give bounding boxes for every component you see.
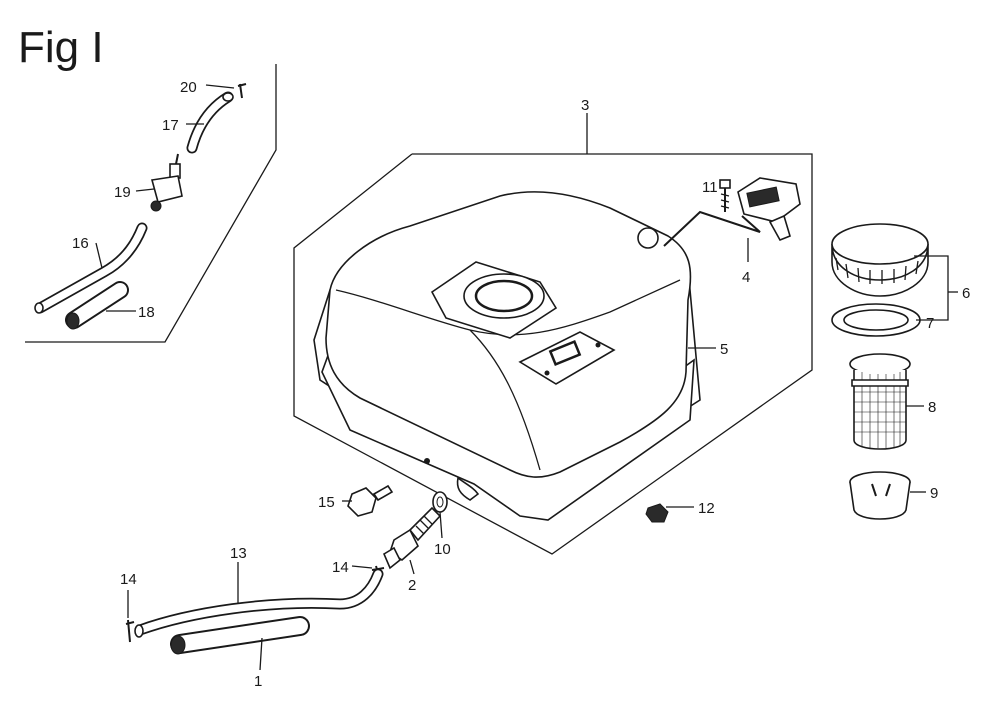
part-8-strainer [849, 353, 911, 450]
callout-11: 11 [702, 179, 718, 196]
assembly-boundary [293, 153, 813, 555]
callout-1-leader [259, 637, 263, 671]
callout-19: 19 [114, 184, 131, 201]
part-7-gasket [831, 303, 921, 337]
callout-17: 17 [162, 117, 179, 134]
part-19-fuel-valve [150, 153, 183, 212]
inset-border [25, 64, 277, 343]
part-9-clip-ring [849, 471, 911, 520]
part-14-clip-left [125, 619, 135, 643]
part-1-hose [170, 616, 310, 655]
callout-16: 16 [72, 235, 89, 252]
callout-12: 12 [698, 500, 715, 517]
part-20-clip [237, 83, 247, 99]
callout-14-leader-b [351, 565, 373, 569]
callout-10: 10 [434, 541, 451, 558]
part-17-hose [186, 91, 234, 154]
part-2-fuel-cock [382, 506, 442, 570]
callout-4: 4 [742, 269, 750, 286]
inset-panel [25, 64, 277, 343]
callout-3: 3 [581, 97, 589, 114]
part-18-hose [65, 281, 129, 330]
part-15-bolt [347, 484, 394, 517]
callout-14-a: 14 [120, 571, 137, 588]
part-4-fuel-gauge [637, 177, 801, 249]
part-11-screw [719, 179, 731, 212]
callout-8: 8 [928, 399, 936, 416]
part-5-fuel-tank [313, 191, 701, 521]
part-13-fuel-tube [134, 568, 384, 638]
callout-15: 15 [318, 494, 335, 511]
callout-18: 18 [138, 304, 155, 321]
callout-9: 9 [930, 485, 938, 502]
part-16-tube [34, 222, 148, 314]
callout-1: 1 [254, 673, 262, 690]
callout-14-b: 14 [332, 559, 349, 576]
callout-labels: 20 17 19 16 18 3 11 4 5 6 7 8 9 12 15 10… [72, 79, 970, 690]
callout-7: 7 [926, 315, 934, 332]
callout-5: 5 [720, 341, 728, 358]
callout-20: 20 [180, 79, 197, 96]
figure-title: Fig I [18, 23, 104, 72]
tank-assembly-outline [293, 113, 813, 555]
callout-6: 6 [962, 285, 970, 302]
callout-6-7-bracket [914, 255, 949, 321]
part-12-cap-nut [645, 503, 669, 523]
callout-2-leader [409, 559, 415, 575]
callout-13: 13 [230, 545, 247, 562]
part-10-washer [432, 491, 448, 513]
part-6-filler-cap [831, 223, 929, 297]
callout-2: 2 [408, 577, 416, 594]
